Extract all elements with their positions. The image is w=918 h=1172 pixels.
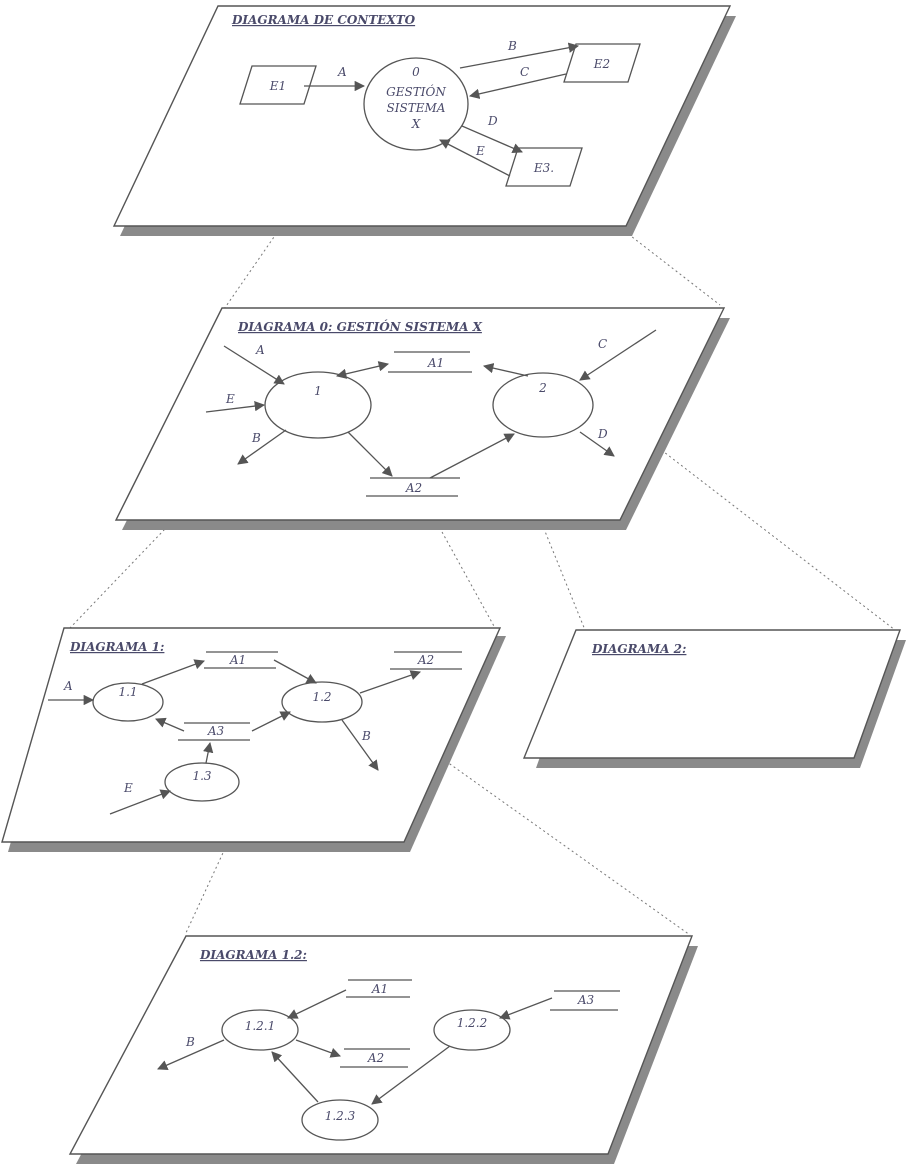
process-1-label: 1 [314,384,322,398]
store-a1-label: A1 [427,356,444,370]
flow-e-label: E [123,781,133,795]
process-1-2-3-label: 1.2.3 [325,1109,356,1123]
diagram-1-2-panel: DIAGRAMA 1.2: 1.2.1 1.2.2 1.2.3 A1 A2 A3… [68,935,698,1164]
process-1-1-label: 1.1 [118,685,137,699]
flow-2-a1 [482,363,529,377]
store-a2-label: A2 [405,481,422,495]
entity-e2 [563,43,641,83]
process-1-2 [281,681,363,723]
diagram-1-title: DIAGRAMA 1: [69,640,164,654]
flow-c [468,73,567,99]
process-1-3 [164,762,240,802]
flow-c-label: C [520,65,529,79]
diagram-2-title: DIAGRAMA 2: [591,642,686,656]
flow-1-3-a3 [203,741,214,764]
flow-1-a1 [335,361,390,379]
process-2 [492,372,594,438]
flow-a-label: A [337,65,347,79]
flow-a3-1-1 [155,717,185,732]
flow-a-label: A [63,679,73,693]
context-diagram-title: DIAGRAMA DE CONTEXTO [231,13,416,27]
process-1-2-1-label: 1.2.1 [245,1019,276,1033]
flow-a3-1-2 [251,711,291,732]
process-1-3-label: 1.3 [192,769,211,783]
store-a3-label: A3 [207,724,225,738]
flow-b-label: B [185,1035,195,1049]
entity-e1-label: E1 [269,79,286,93]
flow-d-label: D [487,114,498,128]
flow-c [579,329,657,381]
diagram-2-panel: DIAGRAMA 2: [522,629,906,768]
flow-1-2-a2 [359,670,421,694]
flow-1-2-1-a2 [295,1039,341,1058]
flow-b [237,429,287,465]
process-0-line2: SISTEMA [387,101,446,115]
flow-a1-1-2 [273,659,317,684]
flow-b [459,42,580,69]
flow-a-label: A [255,343,265,357]
flow-1-2-3-1-2-1 [271,1051,319,1103]
flow-b [157,1039,225,1070]
flow-1-1-a1 [141,659,205,685]
store-a3-label: A3 [577,993,595,1007]
process-1-2-label: 1.2 [312,690,331,704]
flow-1-2-2-1-2-3 [371,1045,451,1105]
flow-e-label: E [475,144,485,158]
store-a2-label: A2 [417,653,434,667]
flow-b-label: B [361,729,371,743]
flow-d [461,125,523,154]
flow-a2-2 [429,433,515,479]
store-a1-label: A1 [229,653,246,667]
process-1-2-2-label: 1.2.2 [457,1016,488,1030]
entity-e3-label: E3. [533,161,554,175]
flow-e [439,139,511,177]
process-0 [363,57,469,151]
process-2-label: 2 [538,381,547,395]
entity-e3 [505,147,583,187]
process-0-line3: X [411,117,421,131]
process-1-2-3 [301,1099,379,1141]
process-1-2-2 [433,1009,511,1051]
entity-e1 [239,65,317,105]
process-1-2-1 [221,1009,299,1051]
flow-e-label: E [225,392,235,406]
flow-b [341,719,379,771]
flow-1-a2 [347,431,393,477]
store-a2-label: A2 [367,1051,384,1065]
flow-b-label: B [507,39,517,53]
diagram-0-title: DIAGRAMA 0: GESTIÓN SISTEMA X [237,318,483,334]
diagram-1-2-title: DIAGRAMA 1.2: [199,948,307,962]
entity-e2-label: E2 [593,57,610,71]
flow-a1-1-2-1 [287,989,347,1019]
flow-c-label: C [598,337,607,351]
flow-b-label: B [251,431,261,445]
flow-a [223,345,285,385]
flow-d-label: D [597,427,608,441]
flow-e [109,789,171,815]
context-diagram-panel: DIAGRAMA DE CONTEXTO E1 E2 E3. 0 GESTIÓN… [112,5,736,236]
flow-a3-1-2-2 [499,997,553,1020]
flow-d [579,431,615,457]
process-0-number: 0 [412,65,420,79]
diagram-0-panel: DIAGRAMA 0: GESTIÓN SISTEMA X 1 2 A1 A2 … [114,307,730,530]
diagram-1-panel: DIAGRAMA 1: 1.1 1.2 1.3 A1 A2 A3 A E B [1,627,506,852]
process-0-line1: GESTIÓN [386,83,446,99]
store-a1-label: A1 [371,982,388,996]
flow-e [205,400,266,413]
